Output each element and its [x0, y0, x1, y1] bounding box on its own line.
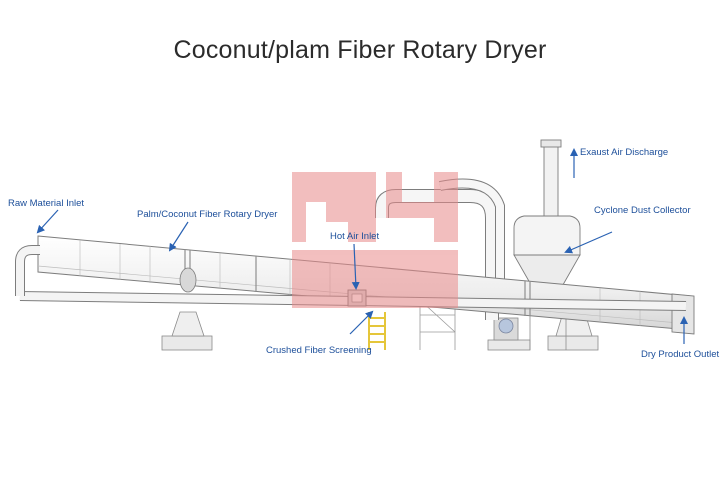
crushed-fiber-screening-label: Crushed Fiber Screening [266, 345, 372, 356]
fan-base [487, 317, 531, 351]
rotary-dryer-label: Palm/Coconut Fiber Rotary Dryer [137, 209, 277, 220]
cyclone-dust-collector-label: Cyclone Dust Collector [594, 205, 691, 216]
hot-air-inlet-label: Hot Air Inlet [330, 231, 379, 242]
dry-product-outlet-label: Dry Product Outlet [641, 349, 719, 360]
exhaust-air-discharge-label: Exaust Air Discharge [580, 147, 668, 158]
arrow-crushed-fiber [349, 310, 374, 335]
diagram-title: Coconut/plam Fiber Rotary Dryer [173, 36, 547, 64]
company-logo-watermark [292, 172, 458, 308]
arrow-hot-air-inlet [351, 243, 360, 290]
arrow-cyclone [564, 231, 613, 254]
drum-support-left [161, 311, 213, 351]
label-arrows [36, 148, 688, 344]
arrow-rotary-dryer [168, 221, 189, 252]
raw-material-inlet-label: Raw Material Inlet [8, 198, 84, 209]
arrow-raw-material-inlet [36, 209, 59, 234]
drum-support-right [547, 315, 599, 351]
